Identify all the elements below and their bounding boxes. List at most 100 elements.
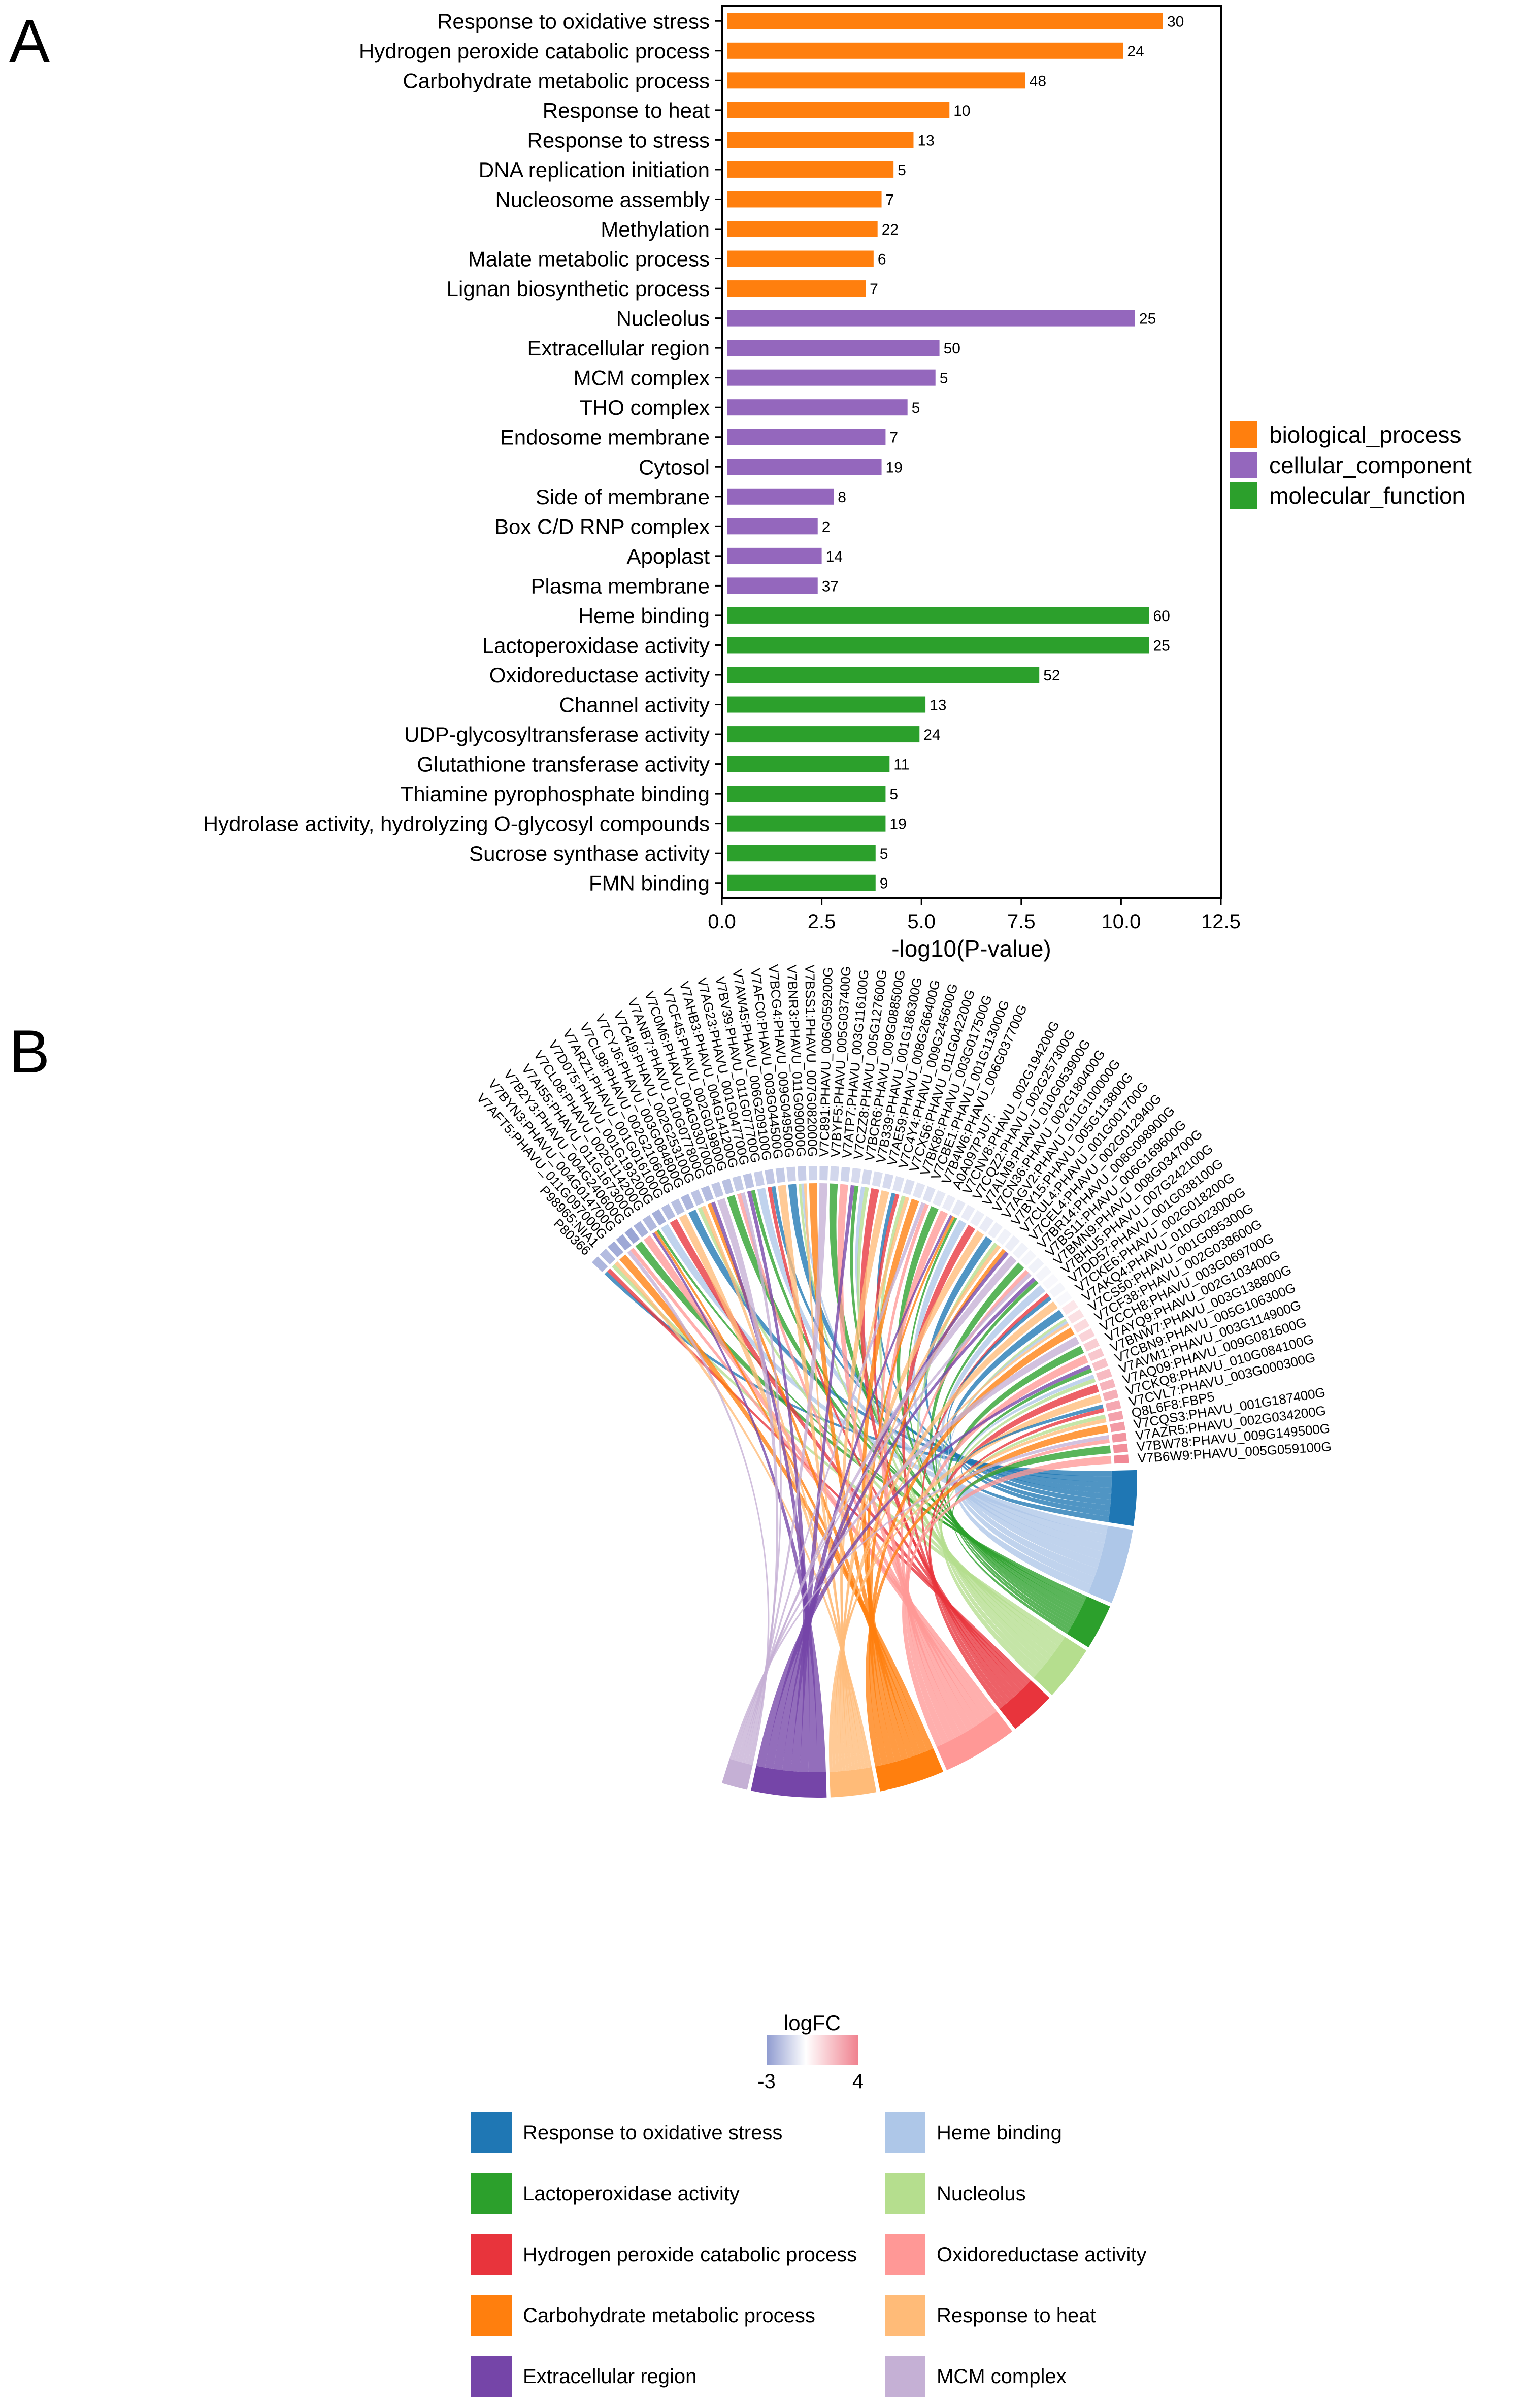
term-label-4: Response to stress <box>527 128 710 152</box>
term-label-8: Malate metabolic process <box>468 247 710 271</box>
go-category-legend: biological_processcellular_componentmole… <box>1230 421 1472 509</box>
bar-count-11: 50 <box>944 340 960 357</box>
bar-count-17: 2 <box>822 518 831 535</box>
gene-block-47 <box>1042 1274 1059 1289</box>
term-label-7: Methylation <box>601 217 710 241</box>
bar-21 <box>727 637 1149 654</box>
term-label-17: Box C/D RNP complex <box>494 514 710 538</box>
gene-block-13 <box>711 1182 724 1198</box>
term-arc-2 <box>1067 1596 1110 1648</box>
bar-count-15: 19 <box>886 459 903 476</box>
gene-block-62 <box>1110 1421 1125 1433</box>
panel-label-a: A <box>9 7 50 75</box>
term-legend-swatch-5 <box>885 2234 925 2275</box>
bar-4 <box>727 132 914 148</box>
gene-block-4 <box>624 1227 640 1244</box>
gene-block-58 <box>1099 1379 1116 1391</box>
bar-count-5: 5 <box>898 162 906 179</box>
term-arc-6 <box>875 1748 944 1792</box>
term-legend-label-7: Response to heat <box>937 2304 1096 2327</box>
gene-block-21 <box>797 1166 807 1181</box>
bar-count-6: 7 <box>886 191 894 208</box>
term-arc-8 <box>751 1766 827 1798</box>
bar-18 <box>727 547 822 564</box>
term-arc-0 <box>1108 1470 1137 1526</box>
gene-block-2 <box>608 1241 623 1258</box>
term-label-2: Carbohydrate metabolic process <box>403 69 710 92</box>
legend-label-2: molecular_function <box>1269 482 1465 509</box>
ribbon-23-9 <box>742 1183 827 1764</box>
x-axis-label: -log10(P-value) <box>891 935 1051 962</box>
bar-7 <box>727 221 878 237</box>
gene-block-22 <box>808 1166 817 1181</box>
gene-block-49 <box>1055 1291 1072 1307</box>
colorbar-min-label: -3 <box>757 2070 776 2093</box>
gene-block-33 <box>922 1186 936 1202</box>
bar-13 <box>727 399 908 416</box>
bar-count-24: 24 <box>923 727 940 743</box>
bar-17 <box>727 518 818 535</box>
bar-29 <box>727 874 876 891</box>
colorbar-max-label: 4 <box>852 2070 864 2093</box>
bar-25 <box>727 756 890 772</box>
bar-15 <box>727 459 882 475</box>
gene-block-20 <box>786 1166 796 1182</box>
bar-count-20: 60 <box>1153 608 1170 625</box>
bar-14 <box>727 429 886 445</box>
gene-block-63 <box>1111 1433 1127 1443</box>
bar-22 <box>727 667 1040 683</box>
bar-count-16: 8 <box>838 489 846 506</box>
gene-block-30 <box>892 1176 905 1192</box>
gene-block-3 <box>616 1234 632 1251</box>
ribbon-12-6 <box>707 1203 921 1756</box>
gene-block-51 <box>1068 1309 1084 1324</box>
x-tick-label-5: 12.5 <box>1201 910 1241 933</box>
gene-block-46 <box>1035 1265 1052 1282</box>
term-label-27: Hydrolase activity, hydrolyzing O-glycos… <box>203 812 710 836</box>
term-legend-label-4: Hydrogen peroxide catabolic process <box>523 2243 857 2266</box>
gene-block-27 <box>861 1169 872 1185</box>
bar-count-0: 30 <box>1167 13 1184 30</box>
bar-count-28: 5 <box>880 845 888 862</box>
bar-24 <box>727 726 920 743</box>
x-tick-label-3: 7.5 <box>1007 910 1036 933</box>
gene-block-61 <box>1108 1411 1124 1422</box>
gene-block-53 <box>1078 1328 1095 1343</box>
bar-3 <box>727 102 950 118</box>
term-label-18: Apoplast <box>627 544 710 568</box>
bar-count-10: 25 <box>1139 311 1156 328</box>
bar-count-26: 5 <box>889 786 898 803</box>
gene-block-36 <box>951 1199 966 1216</box>
gene-block-38 <box>970 1210 985 1227</box>
bar-12 <box>727 369 936 386</box>
gene-block-0 <box>592 1256 608 1273</box>
bar-count-9: 7 <box>870 281 878 298</box>
term-arc-4 <box>1000 1680 1050 1729</box>
term-label-28: Sucrose synthase activity <box>469 841 710 865</box>
legend-swatch-1 <box>1230 452 1257 478</box>
term-legend-swatch-2 <box>471 2173 512 2214</box>
gene-block-42 <box>1004 1235 1020 1252</box>
gene-block-29 <box>882 1173 894 1189</box>
term-label-22: Oxidoreductase activity <box>489 663 710 687</box>
bar-count-7: 22 <box>882 221 899 238</box>
gene-block-65 <box>1114 1454 1129 1464</box>
ribbon-62-6 <box>865 1424 1109 1767</box>
gene-block-48 <box>1049 1282 1066 1298</box>
x-tick-label-0: 0.0 <box>708 910 736 933</box>
x-tick-label-1: 2.5 <box>808 910 836 933</box>
bar-count-13: 5 <box>912 400 920 416</box>
gene-block-12 <box>701 1185 714 1202</box>
gene-block-15 <box>732 1175 744 1192</box>
term-label-25: Glutathione transferase activity <box>417 753 710 776</box>
gene-block-28 <box>872 1171 883 1187</box>
term-label-14: Endosome membrane <box>500 426 710 449</box>
term-legend-swatch-1 <box>885 2112 925 2153</box>
colorbar-gradient <box>767 2035 858 2065</box>
gene-block-52 <box>1073 1318 1090 1333</box>
gene-block-16 <box>743 1173 754 1189</box>
legend-label-1: cellular_component <box>1269 452 1472 478</box>
bar-count-1: 24 <box>1127 43 1144 60</box>
